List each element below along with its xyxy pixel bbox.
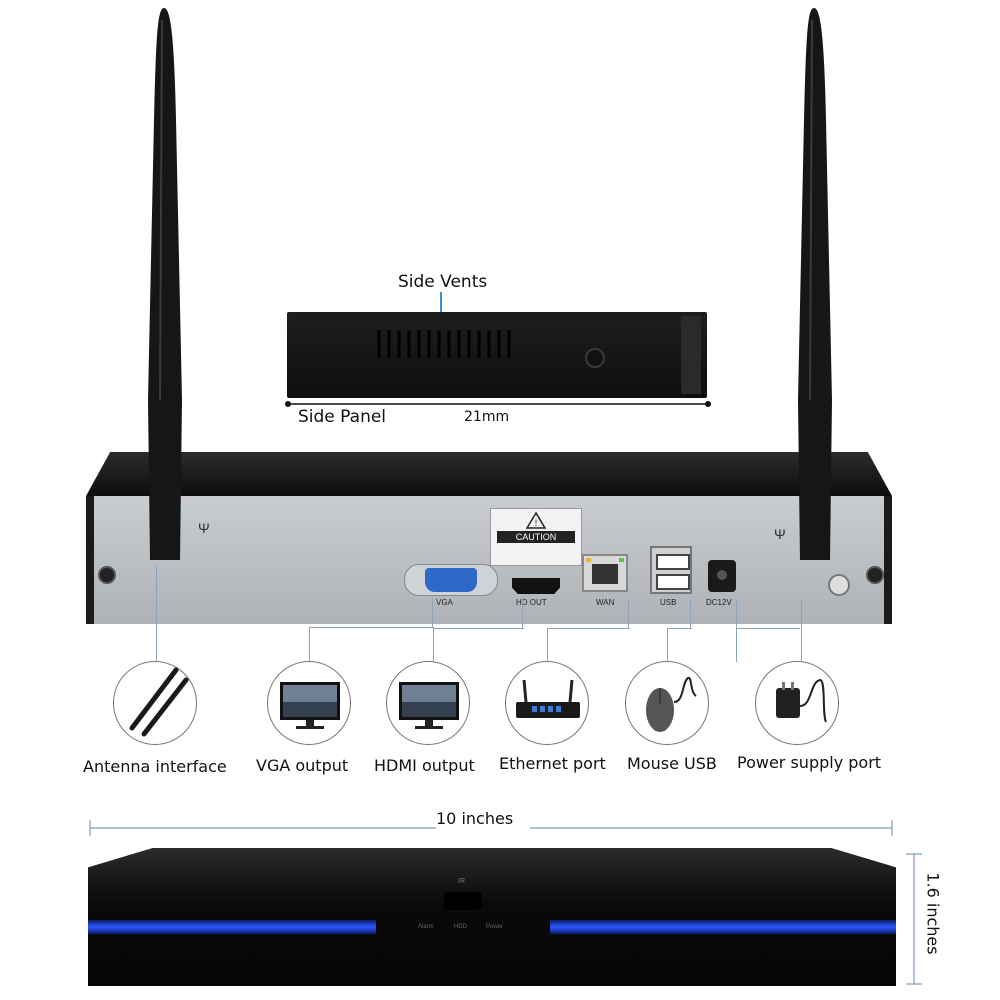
antenna-icon <box>129 667 189 737</box>
mouse-icon <box>646 676 697 732</box>
usb-port-label: USB <box>660 598 677 607</box>
monitor-icon <box>280 682 340 729</box>
vga-connector-icon <box>425 568 477 592</box>
screw-icon <box>98 566 116 584</box>
router-icon <box>516 679 580 718</box>
connector-line <box>667 628 692 663</box>
hdmi-port <box>512 578 560 594</box>
side-panel-thickness: 21mm <box>464 409 510 425</box>
front-panel: IR Alarm HDD Power <box>88 848 896 986</box>
height-dimension-line <box>906 853 922 985</box>
connector-line <box>736 628 800 629</box>
height-dimension-label: 1.6 inches <box>923 868 943 959</box>
feature-label: Antenna interface <box>83 757 227 776</box>
ground-terminal-icon <box>828 574 850 596</box>
feature-label: VGA output <box>256 756 349 775</box>
width-dimension-line <box>89 820 893 836</box>
feature-label: Ethernet port <box>499 754 606 773</box>
warning-icon: ! <box>525 511 547 529</box>
rear-panel-top <box>86 452 892 496</box>
indicator-alarm: Alarm <box>418 924 434 930</box>
dc-power-jack <box>708 560 736 592</box>
caution-text: CAUTION <box>497 531 575 543</box>
connector-line <box>432 598 433 628</box>
side-panel-dimension-line <box>285 401 711 407</box>
connector-line <box>547 628 630 663</box>
side-panel-label: Side Panel <box>298 407 387 427</box>
dc-port-label: DC12V <box>706 598 732 607</box>
feature-vga-circle <box>267 661 351 745</box>
ir-label: IR <box>458 878 465 885</box>
vga-port-label: VGA <box>436 598 453 607</box>
screw-icon <box>866 566 884 584</box>
side-panel-body <box>287 312 707 398</box>
feature-label: Power supply port <box>737 753 882 772</box>
width-dimension-label: 10 inches <box>436 809 514 828</box>
feature-hdmi-circle <box>386 661 470 745</box>
rear-panel: Ψ Ψ ! CAUTION VGA HD OUT WAN USB DC12V <box>86 496 892 624</box>
antenna-symbol-icon: Ψ <box>198 520 210 536</box>
side-vents-label: Side Vents <box>398 272 488 292</box>
feature-ethernet-circle <box>505 661 589 745</box>
indicator-hdd: HDD <box>454 924 467 930</box>
hdmi-port-label: HD OUT <box>516 598 547 607</box>
connector-line <box>156 565 157 663</box>
feature-label: HDMI output <box>374 756 475 775</box>
connector-line <box>522 598 523 628</box>
right-antenna-icon <box>798 8 832 560</box>
connector-line <box>690 600 691 628</box>
led-strip-left <box>88 920 376 934</box>
svg-text:!: ! <box>535 518 538 528</box>
caution-label: ! CAUTION <box>490 508 582 566</box>
left-antenna-icon <box>148 8 182 560</box>
vga-port <box>404 564 498 596</box>
antenna-symbol-icon: Ψ <box>774 526 786 542</box>
feature-antenna-circle <box>113 661 197 745</box>
connector-line <box>628 600 629 628</box>
connector-line <box>736 600 802 662</box>
feature-label: Mouse USB <box>627 754 717 773</box>
feature-mouse-circle <box>625 661 709 745</box>
feature-power-circle <box>755 661 839 745</box>
led-strip-right <box>550 920 896 934</box>
usb-ports <box>650 546 692 594</box>
wan-port <box>582 554 628 592</box>
connector-line <box>433 628 524 663</box>
monitor-icon <box>399 682 459 729</box>
side-vents-icon <box>377 316 701 394</box>
connector-line <box>309 627 434 664</box>
indicator-power: Power <box>486 924 504 930</box>
wan-port-label: WAN <box>596 598 615 607</box>
power-adapter-icon <box>776 678 827 723</box>
ir-window <box>444 892 482 910</box>
